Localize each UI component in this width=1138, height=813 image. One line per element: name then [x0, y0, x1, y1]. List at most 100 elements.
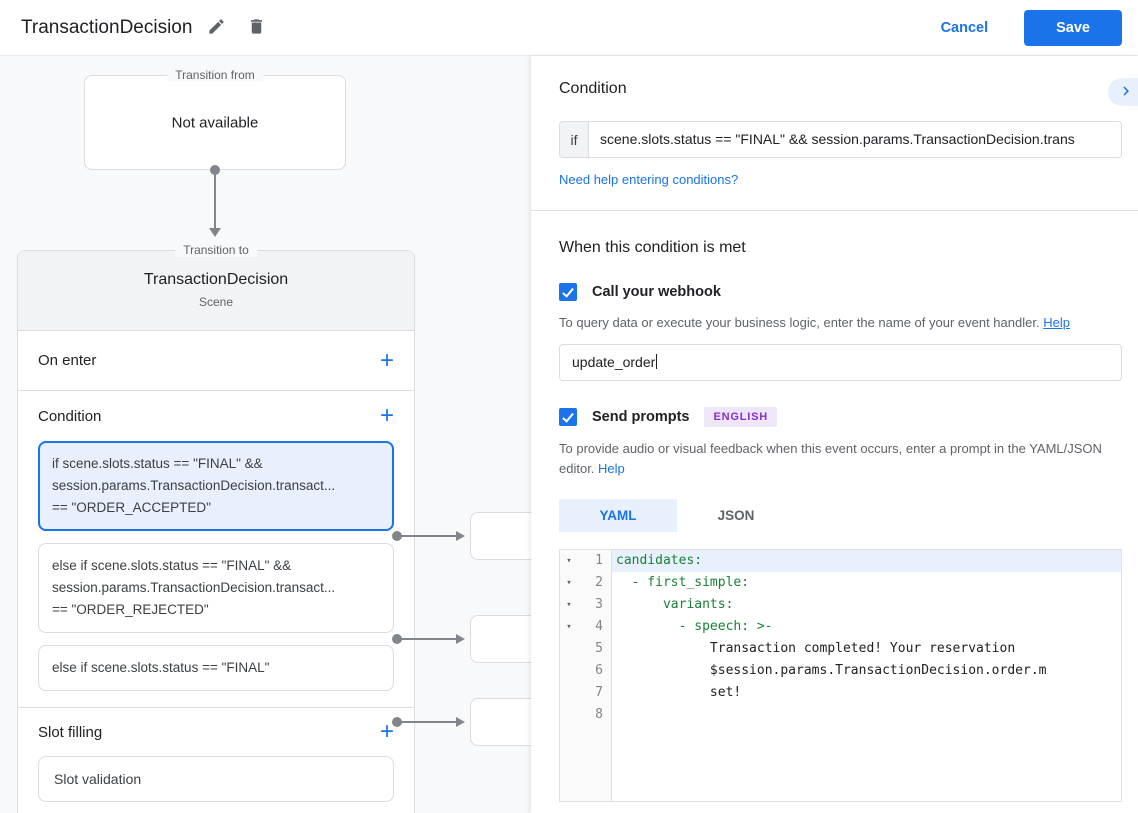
code-line: set! [612, 682, 1121, 704]
chevron-right-icon [1117, 82, 1135, 103]
transition-from-content: Not available [171, 114, 259, 131]
if-prefix: if [559, 121, 589, 158]
line-number: 3 [595, 597, 603, 612]
prompts-help-link[interactable]: Help [598, 461, 625, 476]
webhook-toggle-row: Call your webhook [559, 283, 1122, 301]
code-line: Transaction completed! Your reservation [612, 638, 1121, 660]
panel-heading: Condition [559, 80, 627, 97]
yaml-key: - speech: >- [616, 619, 773, 634]
event-handler-input[interactable]: update_order [559, 344, 1122, 381]
yaml-value: set! [616, 685, 742, 700]
tab-json[interactable]: JSON [677, 499, 795, 532]
yaml-key: - first_simple: [616, 575, 750, 590]
fold-arrow-icon[interactable]: ▾ [566, 622, 572, 632]
webhook-checkbox[interactable] [559, 283, 577, 301]
slot-filling-label: Slot filling [38, 723, 103, 741]
tab-yaml[interactable]: YAML [559, 499, 677, 532]
fold-arrow-icon[interactable]: ▾ [566, 578, 572, 588]
yaml-editor[interactable]: ▾ 1 ▾ 2 ▾ 3 ▾ 4 5 6 7 8 candidates: - first_… [559, 549, 1122, 802]
scene-header: TransactionDecision Scene [18, 251, 414, 331]
scene-graph-canvas: Transition from Not available Transition… [0, 56, 531, 813]
app-bar: TransactionDecision Cancel Save [0, 0, 1138, 56]
code-line: $session.params.TransactionDecision.orde… [612, 660, 1121, 682]
condition-card-rejected[interactable]: else if scene.slots.status == "FINAL" &&… [38, 543, 394, 633]
scene-subtitle: Scene [198, 295, 234, 309]
delete-scene-button[interactable] [240, 12, 272, 44]
trash-icon [247, 17, 266, 39]
event-handler-value: update_order [572, 354, 656, 370]
connector-dot [392, 634, 402, 644]
prompts-checkbox[interactable] [559, 408, 577, 426]
condition-card-accepted[interactable]: if scene.slots.status == "FINAL" && sess… [38, 441, 394, 531]
transition-target-box[interactable] [470, 615, 531, 663]
line-number: 4 [595, 619, 603, 634]
condition-expression-input[interactable]: scene.slots.status == "FINAL" && session… [589, 121, 1122, 158]
line-number: 6 [595, 663, 603, 678]
prompts-label: Send prompts [592, 409, 690, 425]
condition-section-header: Condition + [18, 391, 414, 441]
transition-target-box[interactable] [470, 512, 531, 560]
yaml-key: variants: [616, 597, 734, 612]
connector-line [400, 535, 458, 537]
page-title: TransactionDecision [21, 16, 193, 38]
code-line: variants: [612, 594, 1121, 616]
condition-detail-panel: Condition if scene.slots.status == "FINA… [531, 56, 1138, 813]
transition-to-box: Transition to TransactionDecision Scene … [17, 243, 415, 813]
prompts-help-body: To provide audio or visual feedback when… [559, 441, 1102, 476]
language-badge: ENGLISH [704, 407, 777, 427]
prompts-toggle-row: Send prompts ENGLISH [559, 407, 1122, 427]
prompts-help-text: To provide audio or visual feedback when… [559, 439, 1111, 479]
transition-from-box: Transition from Not available [84, 68, 346, 170]
add-on-enter-icon[interactable]: + [379, 346, 394, 374]
pencil-icon [207, 17, 226, 39]
divider [531, 210, 1138, 211]
code-line: - speech: >- [612, 616, 1121, 638]
slot-filling-section-header: Slot filling + [18, 708, 414, 756]
editor-code-column: candidates: - first_simple: variants: - … [612, 550, 1121, 801]
on-enter-label: On enter [38, 352, 97, 369]
transition-target-box[interactable] [470, 698, 531, 746]
editor-gutter: ▾ 1 ▾ 2 ▾ 3 ▾ 4 5 6 7 8 [560, 550, 612, 801]
code-line: candidates: [612, 550, 1121, 572]
conditions-help-link[interactable]: Need help entering conditions? [559, 172, 739, 187]
add-condition-icon[interactable]: + [379, 402, 394, 429]
add-slot-icon[interactable]: + [379, 718, 394, 745]
fold-arrow-icon[interactable]: ▾ [566, 556, 572, 566]
connector-dot [392, 717, 402, 727]
line-number: 7 [595, 685, 603, 700]
connector-dot [392, 531, 402, 541]
slot-validation-card[interactable]: Slot validation [38, 756, 394, 802]
arrow-right-icon [456, 717, 465, 727]
fold-arrow-icon[interactable]: ▾ [566, 600, 572, 610]
condition-label: Condition [38, 407, 102, 425]
edit-title-button[interactable] [200, 12, 232, 44]
webhook-help-body: To query data or execute your business l… [559, 315, 1040, 330]
webhook-help-link[interactable]: Help [1043, 315, 1070, 330]
condition-expression-field: if scene.slots.status == "FINAL" && sess… [559, 121, 1122, 158]
cancel-button[interactable]: Cancel [925, 12, 1005, 44]
save-button[interactable]: Save [1024, 9, 1122, 46]
editor-tabs: YAML JSON [559, 499, 1122, 532]
when-condition-heading: When this condition is met [559, 239, 746, 256]
text-caret [656, 354, 658, 369]
yaml-value: Transaction completed! Your reservation [616, 641, 1016, 656]
connector-line [400, 638, 458, 640]
condition-card-final[interactable]: else if scene.slots.status == "FINAL" [38, 645, 394, 691]
on-enter-section: On enter + [18, 331, 414, 391]
line-number: 2 [595, 575, 603, 590]
connector-dot [210, 165, 220, 175]
code-line: - first_simple: [612, 572, 1121, 594]
transition-from-label: Transition from [167, 68, 263, 82]
line-number: 8 [595, 707, 603, 722]
yaml-value: $session.params.TransactionDecision.orde… [616, 663, 1047, 678]
section-divider [18, 707, 414, 708]
code-line [612, 704, 1121, 726]
webhook-help-text: To query data or execute your business l… [559, 313, 1111, 333]
connector-line [400, 721, 458, 723]
collapse-panel-button[interactable] [1108, 78, 1138, 106]
arrow-right-icon [456, 634, 465, 644]
line-number: 1 [595, 553, 603, 568]
arrow-down-icon [209, 228, 221, 237]
line-number: 5 [595, 641, 603, 656]
connector-line [214, 173, 216, 228]
